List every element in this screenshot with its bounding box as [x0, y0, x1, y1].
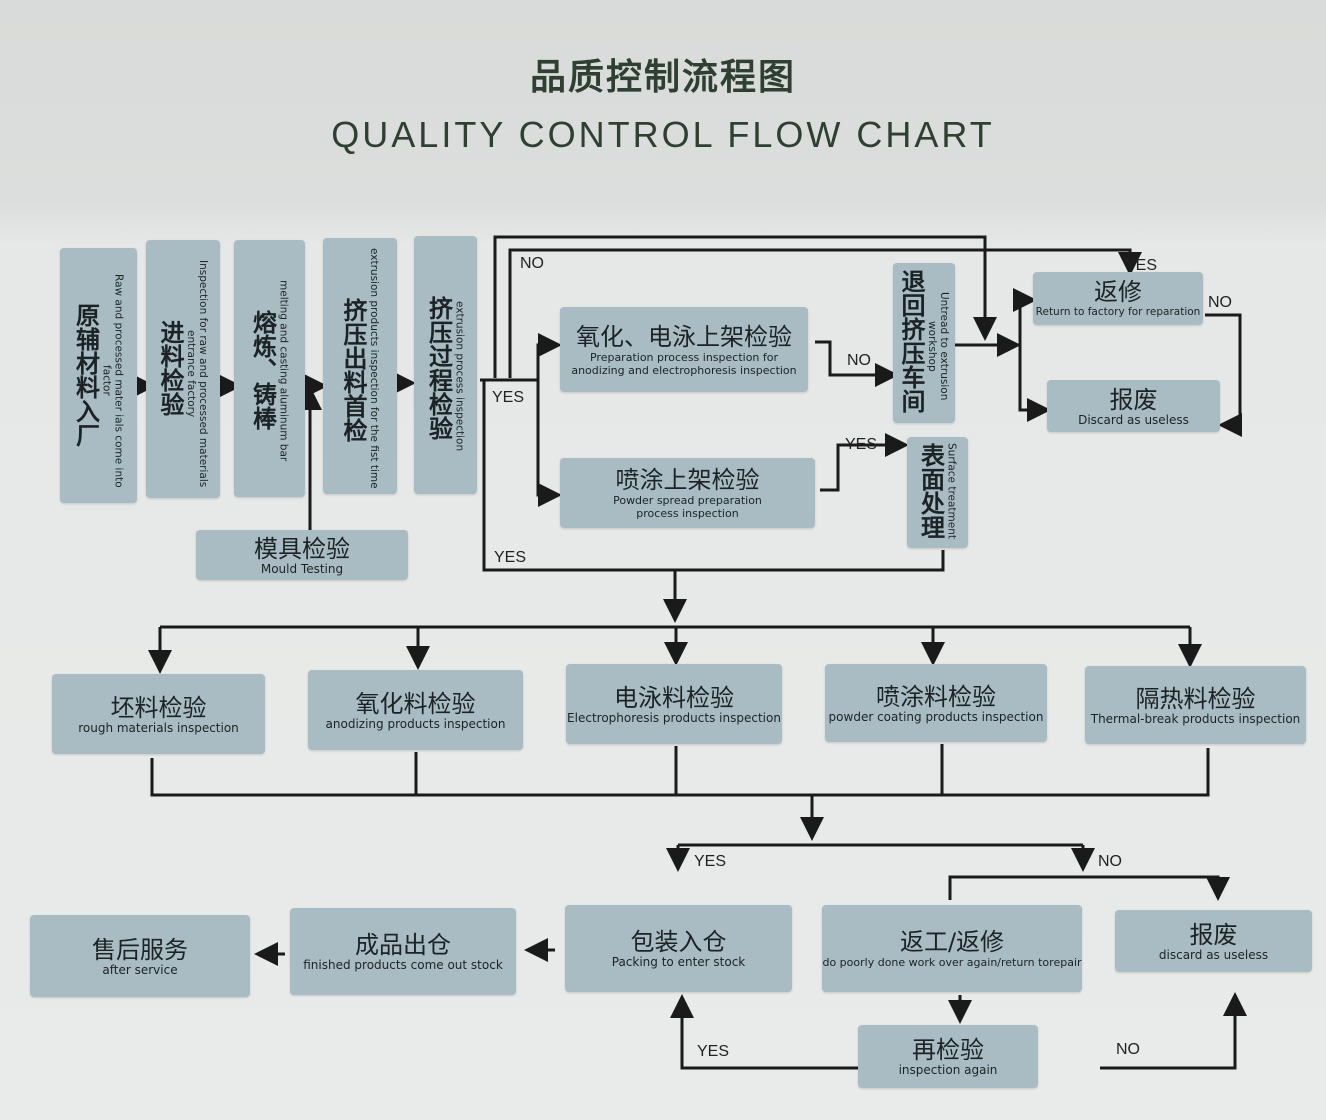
- surface-en: Surface treatment: [945, 443, 958, 540]
- rework-en: do poorly done work over again/return to…: [822, 956, 1082, 969]
- untread-zh: 退回挤压车间: [897, 269, 925, 413]
- yes-label: YES: [694, 853, 727, 870]
- discard-en: discard as useless: [1158, 947, 1269, 962]
- step-zh: 原辅材料入厂: [71, 303, 100, 447]
- yes-label: YES: [1125, 257, 1158, 274]
- page-title-zh: 品质控制流程图: [529, 57, 796, 98]
- yes-label: YES: [697, 1043, 730, 1060]
- inspection-zh: 氧化料检验: [355, 689, 476, 718]
- inspection-en: Electrophoresis products inspection: [567, 710, 781, 725]
- powder-prep-zh: 喷涂上架检验: [615, 466, 760, 494]
- mould-en: Mould Testing: [260, 561, 344, 576]
- yes-label: YES: [492, 389, 525, 406]
- inspection-zh: 隔热料检验: [1135, 684, 1256, 713]
- step-en: Raw and processed mater ials come into f…: [100, 273, 125, 488]
- no-label: NO: [1116, 1041, 1140, 1058]
- step-zh: 熔炼、铸棒: [248, 310, 277, 430]
- step-zh: 挤压过程检验: [424, 296, 453, 440]
- discard-zh: 报废: [1109, 385, 1158, 414]
- return-zh: 返修: [1094, 278, 1142, 306]
- no-label: NO: [1208, 294, 1232, 311]
- discard-zh: 报废: [1189, 920, 1238, 949]
- reinspect-en: inspection again: [898, 1063, 998, 1077]
- inspection-en: powder coating products inspection: [828, 709, 1044, 724]
- mould-zh: 模具检验: [254, 534, 350, 563]
- step-melting-casting: 熔炼、铸棒 melting and casting aluminum bar: [234, 240, 305, 497]
- inspection-zh: 坯料检验: [110, 693, 207, 722]
- step-incoming-inspection: 进料检验 Inspection for raw and processed ma…: [146, 240, 220, 498]
- reinspect-zh: 再检验: [912, 1036, 984, 1064]
- step-zh: 进料检验: [156, 320, 184, 416]
- oxidation-prep-en: Preparation process inspection for anodi…: [571, 350, 797, 377]
- page-title-en: QUALITY CONTROL FLOW CHART: [331, 114, 995, 155]
- step-raw-materials: 原辅材料入厂 Raw and processed mater ials come…: [60, 248, 137, 503]
- step-extrusion-process-inspection: 挤压过程检验 extrusion process inspection: [414, 236, 477, 494]
- powder-prep-en: Powder spread preparation process inspec…: [613, 494, 762, 520]
- inspection-zh: 电泳料检验: [614, 683, 734, 712]
- discard-en: Discard as useless: [1078, 412, 1189, 427]
- out-stock-zh: 成品出仓: [355, 931, 451, 959]
- yes-label: YES: [845, 436, 878, 453]
- no-label: NO: [520, 255, 544, 272]
- step-first-extrusion-inspection: 挤压出料首检 extrusion products inspection for…: [323, 238, 397, 494]
- oxidation-prep-zh: 氧化、电泳上架检验: [576, 322, 792, 351]
- after-service-zh: 售后服务: [92, 935, 188, 964]
- packing-en: Packing to enter stock: [611, 955, 746, 969]
- step-en: Inspection for raw and processed materia…: [185, 260, 209, 488]
- rework-zh: 返工/返修: [899, 928, 1005, 956]
- step-en: extrusion products inspection for the fi…: [368, 248, 380, 489]
- inspection-zh: 喷涂料检验: [876, 682, 996, 711]
- out-stock-en: finished products come out stock: [303, 958, 503, 972]
- no-label: NO: [1098, 853, 1122, 870]
- inspection-en: anodizing products inspection: [325, 716, 506, 731]
- return-en: Return to factory for reparation: [1035, 306, 1201, 318]
- untread-en: Untread to extrusion workshop: [926, 291, 950, 401]
- no-label: NO: [847, 352, 871, 369]
- packing-zh: 包装入仓: [630, 928, 727, 956]
- inspection-en: rough materials inspection: [78, 720, 239, 735]
- step-en: extrusion process inspection: [453, 301, 466, 452]
- after-service-en: after service: [102, 962, 178, 977]
- step-en: melting and casting aluminum bar: [277, 280, 290, 462]
- inspection-en: Thermal-break products inspection: [1090, 711, 1301, 726]
- surface-zh: 表面处理: [916, 443, 945, 539]
- yes-label: YES: [494, 549, 527, 566]
- step-zh: 挤压出料首检: [339, 298, 367, 442]
